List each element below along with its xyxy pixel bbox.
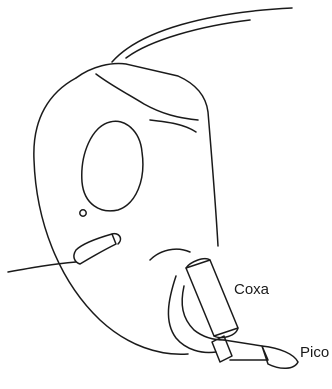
ocellus xyxy=(80,210,86,216)
coxa-segment xyxy=(186,260,238,336)
label-pico: Pico xyxy=(300,345,329,360)
compound-eye xyxy=(82,121,143,211)
gena-line xyxy=(150,249,190,260)
collar-ridge xyxy=(150,120,196,132)
leg-lower-outline xyxy=(168,276,216,352)
label-coxa: Coxa xyxy=(234,282,269,297)
collar-plate xyxy=(76,64,218,246)
head-capsule xyxy=(34,78,188,354)
collar-fold xyxy=(96,74,198,120)
dorsal-outline xyxy=(112,8,292,62)
antenna xyxy=(8,262,76,272)
antenna-socket xyxy=(74,234,116,264)
leg-lower-inner xyxy=(182,286,224,340)
